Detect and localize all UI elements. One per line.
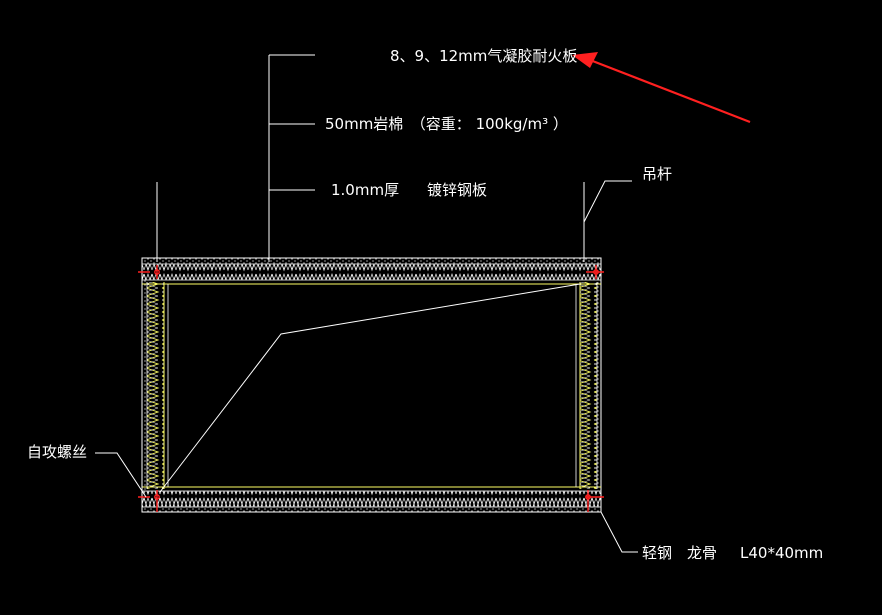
duct-outer-outline [141,257,602,513]
label-screw: 自攻螺丝 [27,443,87,461]
label-steel-plate-thickness: 1.0mm厚 [331,181,399,199]
bottom-panel [142,486,601,512]
label-hanger: 吊杆 [642,165,672,183]
label-board: 8、9、12mm气凝胶耐火板 [390,47,577,65]
screw-leader [95,452,147,498]
hanger-leader [583,180,632,223]
screw-marker-icon [138,265,604,512]
left-wall [142,280,169,491]
label-keel-size: L40*40mm [740,544,823,562]
label-keel: 轻钢 龙骨 [642,544,717,562]
arrow-icon [572,52,751,124]
right-wall [575,280,601,491]
label-steel-plate: 镀锌钢板 [427,181,487,199]
keel-leader [600,511,638,553]
interior-leader [159,283,581,493]
leader-bracket [268,54,315,262]
top-panel [142,258,601,285]
label-rockwool: 50mm岩棉 （容重： 100kg/m³ ） [325,115,568,133]
